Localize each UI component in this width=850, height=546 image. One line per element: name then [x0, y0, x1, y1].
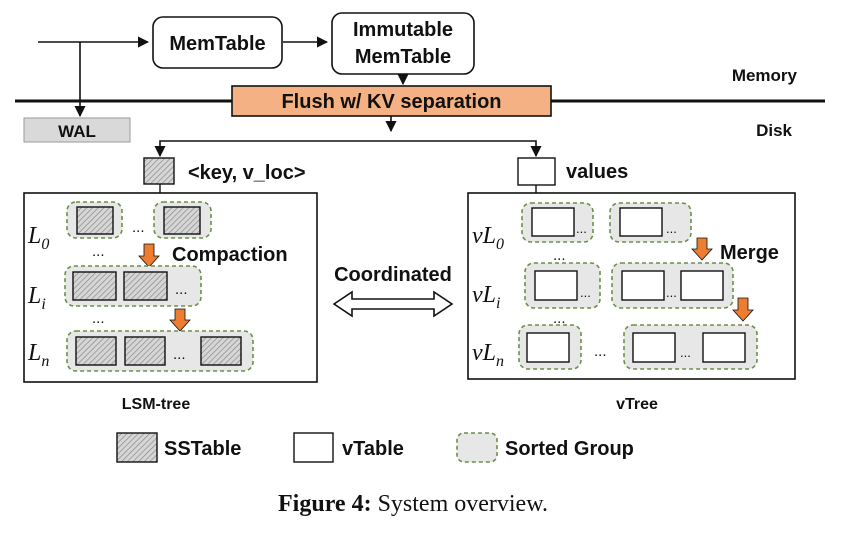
vtable — [526, 332, 570, 363]
legend-sorted-group-swatch — [456, 432, 498, 463]
sstable — [124, 336, 166, 366]
wal-label: WAL — [58, 122, 96, 141]
legend-vtable-label: vTable — [342, 438, 404, 460]
memtable-label: MemTable — [169, 33, 265, 55]
disk-label: Disk — [756, 121, 792, 140]
compaction-arrow-1 — [138, 243, 160, 268]
sstable — [200, 336, 242, 366]
values-label: values — [566, 161, 628, 183]
merge-arrow-1 — [691, 237, 713, 261]
values-vtable-icon — [517, 157, 556, 186]
lsm-tree-caption: LSM-tree — [122, 396, 191, 413]
coordinated-label: Coordinated — [334, 264, 452, 286]
ellipsis: ... — [680, 345, 691, 360]
wal-box — [23, 117, 131, 143]
sstable — [163, 206, 201, 235]
ellipsis: ... — [92, 243, 105, 260]
compaction-arrow-2 — [169, 308, 191, 332]
ellipsis: ... — [580, 285, 591, 300]
figure-caption: Figure 4: System overview. — [278, 491, 548, 517]
sstable — [75, 336, 117, 366]
ellipsis: ... — [553, 310, 566, 327]
ellipsis: ... — [173, 346, 186, 363]
sstable — [72, 271, 117, 301]
flush-label: Flush w/ KV separation — [281, 91, 501, 113]
vtable — [680, 270, 724, 301]
split-connector — [159, 140, 537, 153]
immutable-label-line2: MemTable — [355, 46, 451, 68]
ellipsis: ... — [553, 247, 566, 264]
ellipsis: ... — [92, 310, 105, 327]
ellipsis: ... — [666, 221, 677, 236]
legend-sstable-label: SSTable — [164, 438, 241, 460]
sstable — [76, 206, 114, 235]
vtable — [534, 270, 578, 301]
compaction-label: Compaction — [172, 244, 288, 266]
lsm-level-0-label: L0 — [27, 223, 49, 253]
merge-arrow-2 — [732, 297, 754, 322]
vtable — [619, 207, 663, 237]
flush-box — [231, 85, 552, 117]
legend-vtable-swatch — [293, 432, 334, 463]
memtable-box — [152, 16, 283, 69]
ellipsis: ... — [666, 285, 677, 300]
immutable-label-line1: Immutable — [353, 19, 453, 41]
figure-caption-title: System overview. — [372, 491, 548, 517]
lsm-level-i-label: Li — [27, 283, 46, 313]
vtree-level-n-label: vLn — [472, 340, 504, 370]
sstable — [123, 271, 168, 301]
vtable — [632, 332, 676, 363]
vtree-level-0-label: vL0 — [472, 223, 504, 253]
coordinated-double-arrow — [332, 290, 454, 318]
figure-caption-label: Figure 4: — [278, 491, 372, 517]
vtree-level-i-label: vLi — [472, 282, 500, 312]
merge-label: Merge — [720, 242, 779, 264]
lsm-level-n-label: Ln — [27, 340, 49, 370]
memory-label: Memory — [732, 66, 798, 85]
legend-sstable-swatch — [116, 432, 158, 463]
vtree-caption: vTree — [616, 396, 658, 413]
key-sstable-icon — [143, 157, 175, 185]
ellipsis: ... — [132, 219, 145, 236]
ellipsis: ... — [594, 343, 607, 360]
key-vloc-label: <key, v_loc> — [188, 162, 306, 184]
vtable — [621, 270, 665, 301]
ellipsis: ... — [175, 281, 188, 298]
vtable — [702, 332, 746, 363]
legend-sorted-group-label: Sorted Group — [505, 438, 634, 460]
vtable — [531, 207, 575, 237]
ellipsis: ... — [576, 221, 587, 236]
